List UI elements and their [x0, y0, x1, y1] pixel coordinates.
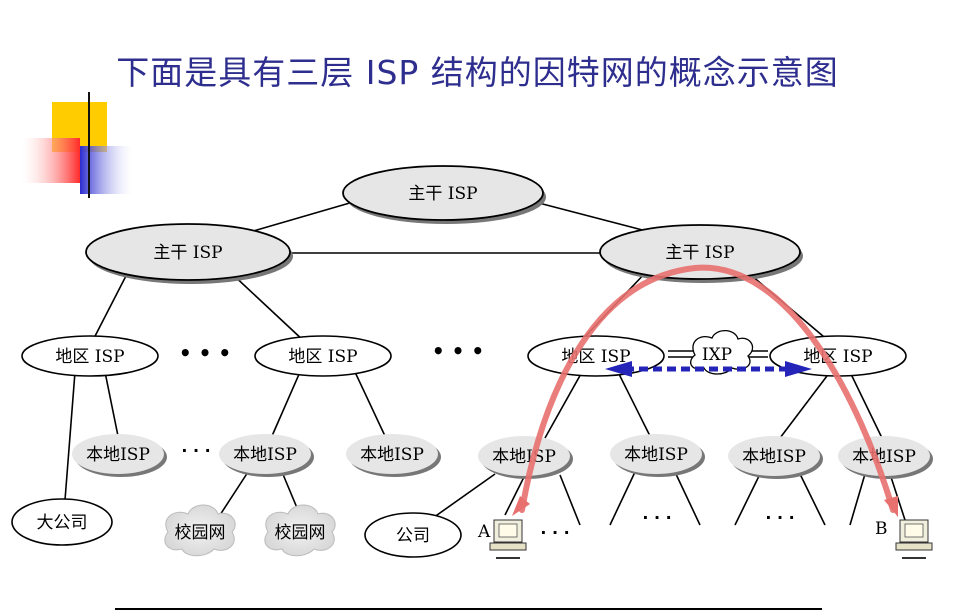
- ellipsis-2: • • •: [432, 339, 484, 363]
- local-isp-4-label: 本地ISP: [492, 447, 556, 467]
- ellipsis-3: · · ·: [181, 441, 210, 460]
- ellipsis-5: · · ·: [642, 508, 671, 527]
- local-isp-6-label: 本地ISP: [742, 447, 806, 467]
- ellipsis-1: • • •: [179, 341, 231, 365]
- ixp-label: IXP: [702, 345, 732, 365]
- big-company-node: 大公司: [11, 498, 113, 546]
- regional-isp-4-label: 地区 ISP: [803, 347, 872, 367]
- host-b-label: B: [875, 519, 888, 539]
- local-isp-5: 本地ISP: [610, 434, 705, 477]
- backbone-isp-left: 主干 ISP: [85, 223, 293, 284]
- company-node: 公司: [364, 512, 462, 558]
- regional-isp-1: 地区 ISP: [21, 335, 159, 377]
- local-isp-3-label: 本地ISP: [360, 445, 424, 465]
- campus-cloud-1: 校园网: [164, 504, 236, 557]
- big-company-label: 大公司: [37, 513, 88, 533]
- backbone-isp-right-label: 主干 ISP: [665, 243, 734, 263]
- route-path-a-to-b: [512, 264, 898, 517]
- local-isp-2: 本地ISP: [219, 434, 314, 477]
- local-isp-5-label: 本地ISP: [624, 445, 688, 465]
- host-b-computer-icon: [895, 519, 933, 559]
- local-isp-4: 本地ISP: [478, 436, 573, 479]
- regional-isp-2: 地区 ISP: [254, 335, 392, 377]
- local-isp-2-label: 本地ISP: [233, 445, 297, 465]
- local-isp-7-label: 本地ISP: [852, 447, 916, 467]
- ellipsis-6: · · ·: [765, 508, 794, 527]
- slide-title: 下面是具有三层 ISP 结构的因特网的概念示意图: [116, 53, 839, 92]
- backbone-isp-top-label: 主干 ISP: [408, 184, 477, 204]
- campus-cloud-2: 校园网: [264, 504, 336, 557]
- local-isp-1: 本地ISP: [72, 434, 167, 477]
- ixp-cloud: IXP: [690, 329, 754, 375]
- backbone-isp-left-label: 主干 ISP: [153, 243, 222, 263]
- regional-isp-2-label: 地区 ISP: [288, 347, 357, 367]
- regional-isp-1-label: 地区 ISP: [55, 347, 124, 367]
- connection-lines: [64, 199, 906, 526]
- campus-1-label: 校园网: [175, 523, 226, 543]
- backbone-isp-right: 主干 ISP: [599, 224, 803, 283]
- local-isp-6: 本地ISP: [728, 436, 823, 479]
- backbone-isp-top: 主干 ISP: [342, 165, 546, 224]
- local-isp-1-label: 本地ISP: [86, 445, 150, 465]
- campus-2-label: 校园网: [275, 523, 326, 543]
- local-isp-7: 本地ISP: [838, 436, 933, 479]
- ixp-exchange-arrow: [605, 361, 812, 377]
- host-a-label: A: [477, 522, 491, 542]
- local-isp-3: 本地ISP: [346, 434, 441, 477]
- ellipsis-4: · · ·: [540, 523, 569, 542]
- company-label: 公司: [396, 526, 430, 546]
- host-a-computer-icon: [489, 519, 527, 559]
